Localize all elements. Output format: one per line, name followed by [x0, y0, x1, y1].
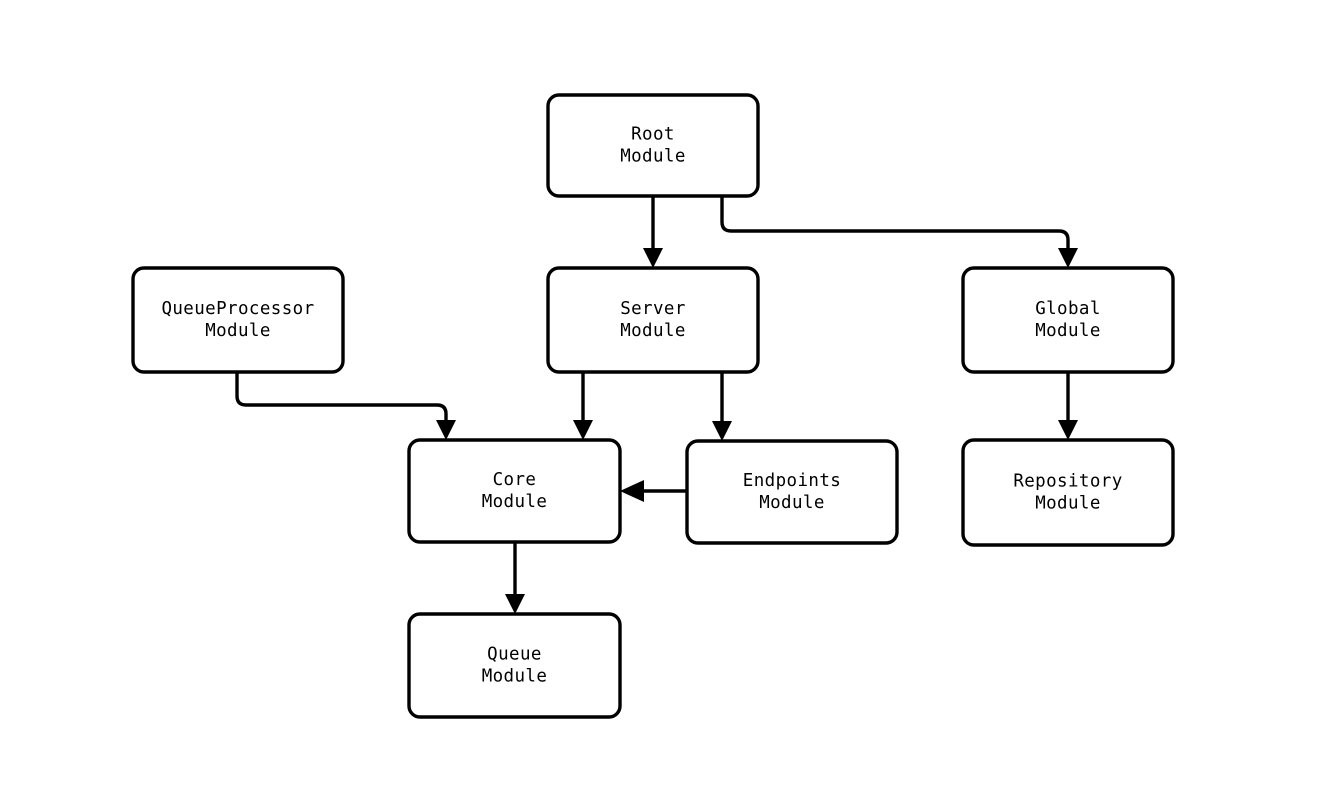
- arrowhead-icon: [712, 421, 732, 441]
- edge-global-to-repository: [1058, 372, 1078, 440]
- node-box[interactable]: [961, 438, 1175, 547]
- node-label-line2: Module: [620, 321, 686, 341]
- node-box[interactable]: [407, 612, 622, 719]
- arrowhead-icon: [643, 248, 663, 268]
- arrowhead-icon: [1058, 248, 1078, 268]
- node-box[interactable]: [961, 266, 1175, 374]
- edge-endpoints-to-core: [620, 480, 687, 502]
- arrowhead-icon: [505, 594, 525, 614]
- arrowhead-icon: [436, 420, 456, 440]
- node-label-line1: Repository: [1013, 472, 1122, 492]
- node-label-line2: Module: [1035, 493, 1101, 513]
- node-label-line1: Endpoints: [743, 471, 841, 491]
- node-label-line1: Root: [631, 125, 675, 145]
- edge-layer: [235, 196, 1078, 614]
- edge-server-to-core: [573, 372, 593, 440]
- edge-core-to-queue: [505, 542, 525, 614]
- node-box[interactable]: [685, 439, 899, 545]
- node-box[interactable]: [546, 93, 760, 198]
- node-label-line1: Global: [1035, 299, 1101, 319]
- node-box[interactable]: [407, 438, 622, 544]
- edge-queueprocessor-to-core: [235, 372, 456, 440]
- node-label-line1: Core: [493, 470, 537, 490]
- arrowhead-icon: [573, 420, 593, 440]
- edge-root-to-global: [720, 196, 1078, 268]
- edge-line: [235, 372, 448, 424]
- arrowhead-icon: [620, 480, 644, 502]
- node-label-line2: Module: [205, 321, 271, 341]
- edge-server-to-endpoints: [712, 372, 732, 441]
- node-label-line2: Module: [1035, 321, 1101, 341]
- edge-root-to-server: [643, 196, 663, 268]
- node-label-line2: Module: [759, 493, 825, 513]
- edge-line: [720, 196, 1070, 252]
- arrowhead-icon: [1058, 420, 1078, 440]
- node-box[interactable]: [546, 266, 760, 374]
- node-label-line2: Module: [482, 492, 548, 512]
- node-label-line2: Module: [620, 146, 686, 166]
- node-box[interactable]: [131, 266, 345, 374]
- node-label-line1: QueueProcessor: [161, 299, 314, 319]
- node-label-line1: Server: [620, 299, 686, 319]
- node-label-line1: Queue: [487, 645, 542, 665]
- node-label-line2: Module: [482, 666, 548, 686]
